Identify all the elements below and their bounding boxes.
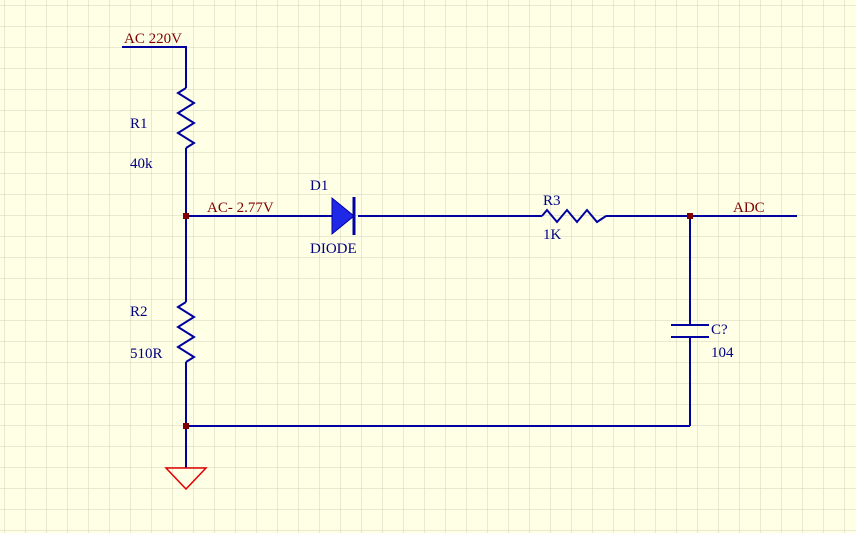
wire-ac-input [122, 46, 187, 88]
r1-designator: R1 [130, 116, 148, 132]
r2-designator: R2 [130, 304, 148, 320]
resistor-r1-symbol[interactable] [176, 87, 196, 149]
diode-d1-symbol[interactable] [318, 196, 356, 236]
r3-value: 1K [543, 227, 562, 243]
capacitor-c1-symbol[interactable] [671, 324, 709, 338]
junction-dot [183, 213, 189, 219]
net-label-divider-node: AC- 2.77V [207, 200, 274, 216]
r1-value: 40k [130, 156, 153, 172]
wires [122, 46, 797, 468]
resistor-r3-symbol[interactable] [541, 208, 607, 224]
net-label-ac-input: AC 220V [124, 31, 182, 47]
junction-dot [183, 423, 189, 429]
d1-value: DIODE [310, 241, 357, 257]
resistor-r2-symbol[interactable] [176, 301, 196, 363]
r2-value: 510R [130, 346, 163, 362]
c1-value: 104 [711, 345, 734, 361]
c1-designator: C? [711, 322, 728, 338]
net-label-adc: ADC [733, 200, 765, 216]
junctions [183, 213, 693, 429]
d1-designator: D1 [310, 178, 328, 194]
junction-dot [687, 213, 693, 219]
ground-icon[interactable] [164, 467, 208, 491]
r3-designator: R3 [543, 193, 561, 209]
